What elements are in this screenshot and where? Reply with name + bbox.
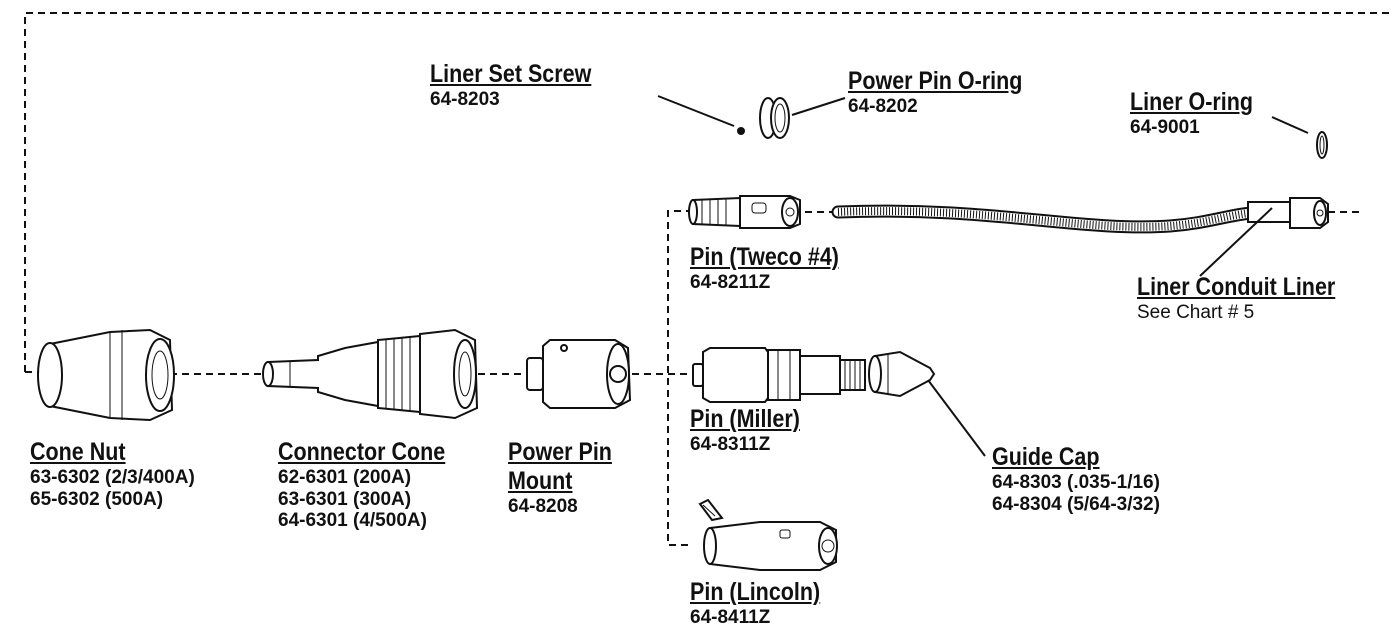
guide-cap-label: Guide Cap 64-8303 (.035-1/16) 64-8304 (5… (992, 443, 1160, 515)
part-number: 65-6302 (500A) (30, 488, 164, 510)
pin-tweco-drawing (688, 195, 801, 229)
part-number: 64-8304 (5/64-3/32) (992, 493, 1160, 515)
pin-tweco-label: Pin (Tweco #4) 64-8211Z (690, 243, 863, 294)
part-number: 64-8303 (.035-1/16) (992, 471, 1160, 493)
pin-miller-label: Pin (Miller) 64-8311Z (690, 405, 818, 456)
liner-conduit-label: Liner Conduit Liner See Chart # 5 (1137, 273, 1368, 324)
liner-oring-drawing (1316, 131, 1328, 159)
part-title: Liner Set Screw (430, 60, 592, 88)
connector-cone-label: Connector Cone 62-6301 (200A) 63-6301 (3… (278, 438, 472, 532)
part-title: Power Pin O-ring (848, 67, 1023, 95)
power-pin-mount-drawing (526, 339, 632, 409)
part-number: 64-6301 (4/500A) (278, 510, 427, 532)
guide-cap-drawing (868, 350, 936, 398)
power-pin-oring-drawing (759, 97, 790, 139)
liner-set-screw-drawing (737, 127, 745, 135)
part-number: 62-6301 (200A) (278, 466, 412, 488)
cone-nut-drawing (37, 328, 175, 422)
part-title: Power Pin (508, 438, 612, 466)
part-number: 63-6301 (300A) (278, 488, 412, 510)
part-number: 64-8202 (848, 95, 918, 117)
part-title: Connector Cone (278, 438, 446, 466)
part-number: 64-8311Z (690, 433, 771, 455)
power-pin-oring-label: Power Pin O-ring 64-8202 (848, 67, 1051, 118)
part-title: Mount (508, 466, 573, 495)
connector-cone-drawing (262, 328, 479, 420)
part-title: Pin (Lincoln) (690, 578, 821, 606)
dashed-guide-lines (24, 12, 1392, 546)
cone-nut-label: Cone Nut 63-6302 (2/3/400A) 65-6302 (500… (30, 438, 195, 510)
pin-miller-drawing (692, 347, 866, 403)
pin-lincoln-drawing (698, 498, 838, 571)
part-number: 64-8208 (508, 495, 578, 517)
part-title: Liner Conduit Liner (1137, 273, 1336, 301)
part-title: Pin (Tweco #4) (690, 243, 839, 271)
liner-oring-label: Liner O-ring 64-9001 (1130, 88, 1273, 139)
part-title: Pin (Miller) (690, 405, 800, 433)
liner-set-screw-label: Liner Set Screw 64-8203 (430, 60, 618, 111)
pin-lincoln-label: Pin (Lincoln) 64-8411Z (690, 578, 841, 629)
part-title: Cone Nut (30, 438, 126, 466)
part-title: Liner O-ring (1130, 88, 1254, 116)
power-pin-mount-label: Power Pin Mount 64-8208 (508, 438, 629, 517)
part-number: 64-8411Z (690, 606, 771, 628)
part-note: See Chart # 5 (1137, 301, 1255, 323)
liner-conduit-drawing (831, 197, 1329, 234)
part-number: 64-9001 (1130, 116, 1200, 138)
part-title: Guide Cap (992, 443, 1100, 471)
part-number: 64-8203 (430, 88, 500, 110)
part-number: 64-8211Z (690, 271, 771, 293)
part-number: 63-6302 (2/3/400A) (30, 466, 195, 488)
leader-lines (657, 95, 1309, 457)
